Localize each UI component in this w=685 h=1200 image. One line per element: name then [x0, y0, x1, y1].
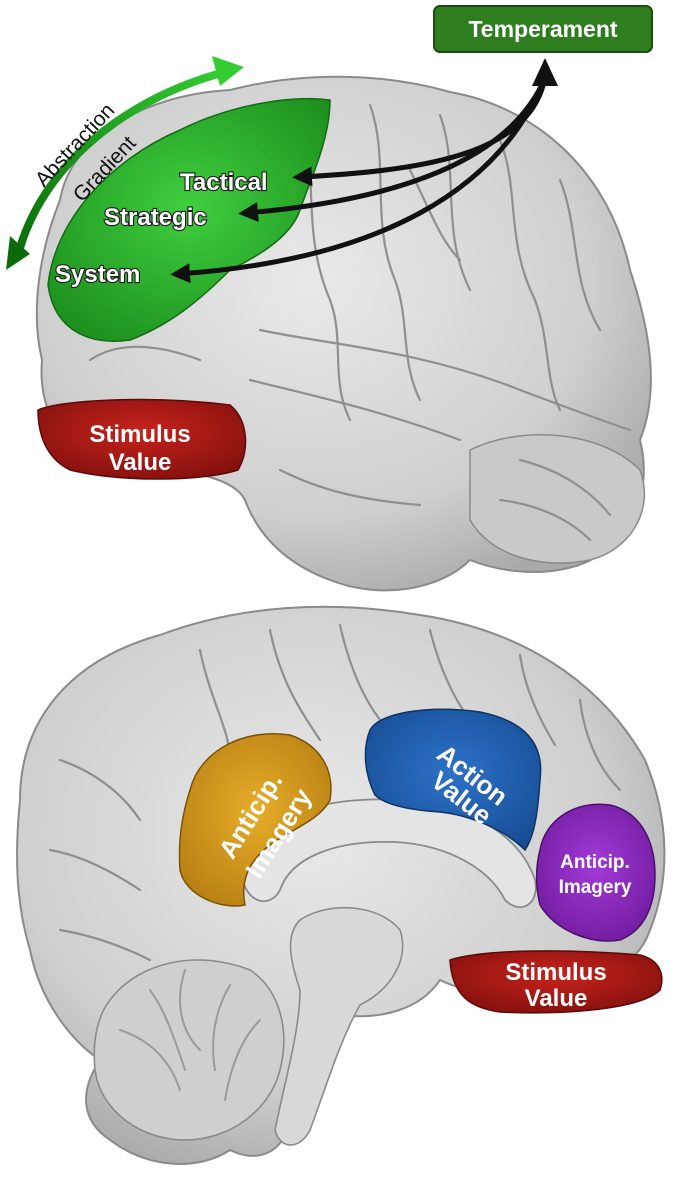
medial-orange-region: [178, 733, 332, 907]
arrow-head-up: [212, 56, 244, 86]
lateral-green-region: [47, 98, 331, 342]
medial-red-region: [449, 950, 663, 1014]
temperament-label: Temperament: [468, 16, 617, 42]
lateral-stimulus-label: Stimulus: [89, 421, 190, 448]
brainstem: [274, 906, 404, 1146]
lateral-value-label: Value: [109, 449, 172, 476]
abstraction-gradient-arrow: [6, 56, 244, 270]
temperament-arrow-head: [532, 58, 558, 86]
arrow-head-down: [6, 236, 30, 270]
temperament-box: Temperament: [433, 5, 653, 53]
medial-blue-region: [364, 708, 542, 852]
cerebellum-folia: [119, 969, 261, 1101]
medial-brain: [16, 605, 666, 1165]
purple-anticip-label: Anticip.: [560, 852, 630, 873]
strategic-label: Strategic: [104, 204, 207, 231]
medial-cerebellum: [93, 959, 285, 1141]
medial-stimulus-label: Stimulus: [505, 959, 606, 986]
lateral-cerebellum: [469, 434, 646, 564]
system-label: System: [55, 261, 140, 288]
lateral-red-region: [37, 398, 247, 480]
purple-imagery-label: Imagery: [559, 877, 632, 898]
lateral-brain: [35, 75, 652, 592]
temperament-arrows: [170, 75, 548, 284]
medial-purple-region: [535, 803, 656, 942]
medial-value-label: Value: [525, 985, 588, 1012]
tactical-label: Tactical: [180, 169, 268, 196]
